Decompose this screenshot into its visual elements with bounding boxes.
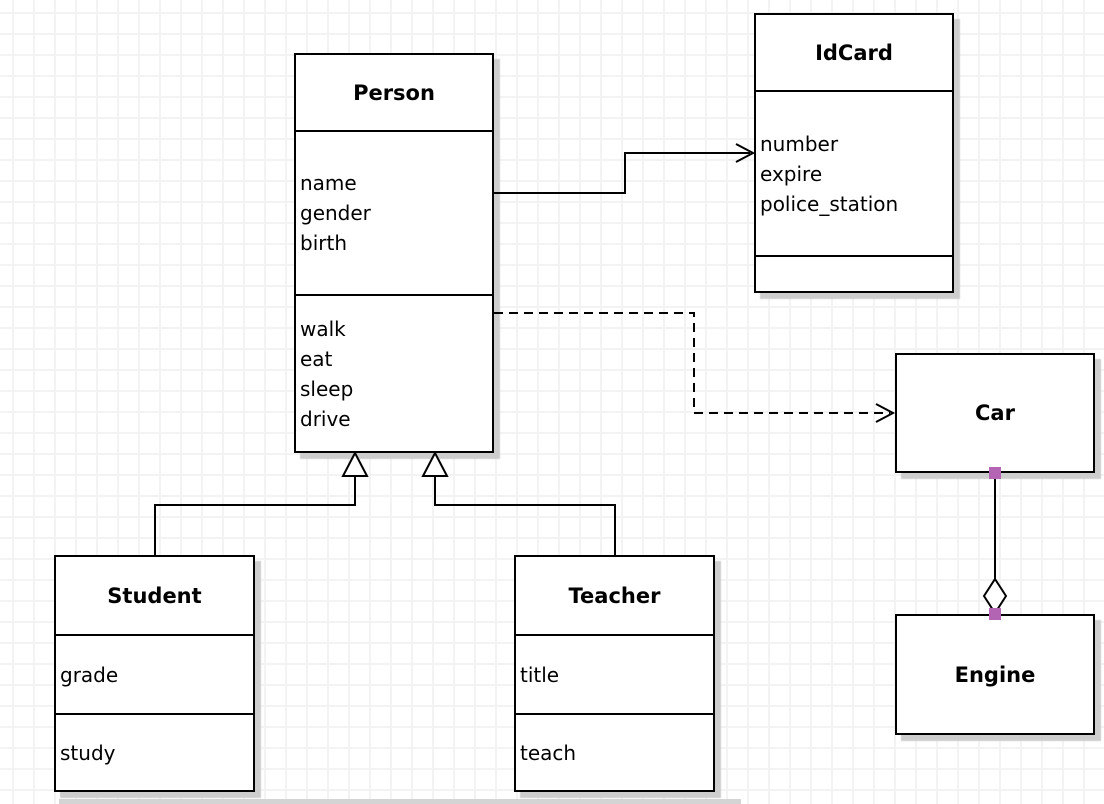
class-idcard[interactable]: IdCard number expire police_station xyxy=(754,13,954,293)
connector-person-car[interactable] xyxy=(494,312,896,423)
class-teacher-title: Teacher xyxy=(568,583,661,608)
class-idcard-title: IdCard xyxy=(815,40,893,65)
method: drive xyxy=(300,406,351,431)
connector-car-engine[interactable] xyxy=(982,467,1008,620)
class-idcard-attributes: number expire police_station xyxy=(756,90,952,255)
class-car-title: Car xyxy=(975,401,1015,425)
attribute: title xyxy=(520,662,560,687)
class-student-title: Student xyxy=(107,583,202,608)
open-arrowhead-icon xyxy=(875,403,896,423)
generalization-line[interactable] xyxy=(154,476,356,555)
class-idcard-methods xyxy=(756,255,952,291)
class-person[interactable]: Person name gender birth walk eat sleep … xyxy=(294,53,494,453)
class-person-attributes: name gender birth xyxy=(296,130,492,294)
hollow-triangle-icon xyxy=(341,450,369,477)
method: teach xyxy=(520,740,577,765)
class-student[interactable]: Student grade study xyxy=(54,555,255,792)
class-engine-title: Engine xyxy=(954,662,1036,687)
hollow-diamond-icon xyxy=(982,577,1008,615)
class-student-methods: study xyxy=(56,713,253,790)
attribute: gender xyxy=(300,201,371,225)
method: eat xyxy=(300,346,333,371)
method: sleep xyxy=(300,376,354,401)
dependency-line[interactable] xyxy=(494,312,890,414)
hollow-triangle-icon xyxy=(421,450,449,477)
attribute: police_station xyxy=(760,191,899,216)
generalization-line[interactable] xyxy=(434,476,616,555)
association-line[interactable] xyxy=(494,152,750,194)
connector-person-idcard[interactable] xyxy=(494,143,756,194)
class-person-methods: walk eat sleep drive xyxy=(296,294,492,451)
connector-teacher-person[interactable] xyxy=(421,450,616,555)
class-student-attributes: grade xyxy=(56,634,253,713)
open-arrowhead-icon xyxy=(735,143,756,163)
class-person-title: Person xyxy=(353,80,435,105)
attribute: birth xyxy=(300,231,347,255)
canvas-edge-shadow xyxy=(59,799,741,804)
class-engine[interactable]: Engine xyxy=(895,614,1095,735)
class-car[interactable]: Car xyxy=(895,353,1095,473)
class-teacher[interactable]: Teacher title teach xyxy=(514,555,715,792)
connector-student-person[interactable] xyxy=(154,450,369,555)
attribute: number xyxy=(760,131,839,156)
class-teacher-attributes: title xyxy=(516,634,713,713)
class-teacher-methods: teach xyxy=(516,713,713,790)
method: walk xyxy=(300,316,346,341)
attribute: grade xyxy=(60,662,119,687)
method: study xyxy=(60,740,116,765)
attribute: name xyxy=(300,171,357,195)
attribute: expire xyxy=(760,161,823,186)
